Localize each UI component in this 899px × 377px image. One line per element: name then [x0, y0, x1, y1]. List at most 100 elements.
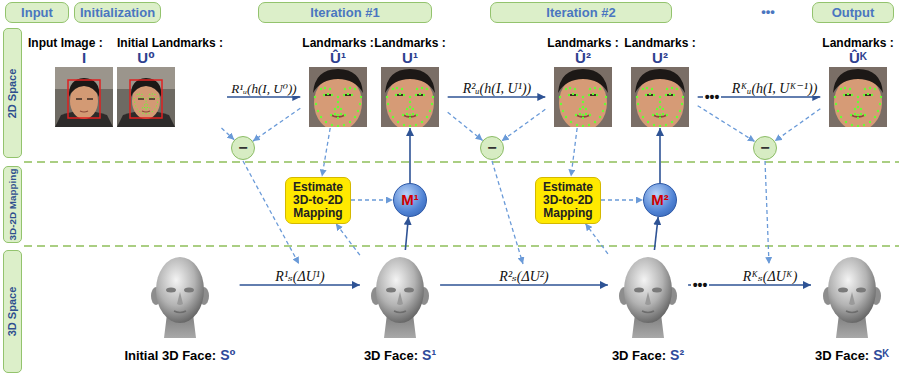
- node-label: Iteration #1: [310, 5, 379, 20]
- space-band: 2D Space: [3, 28, 22, 158]
- node-label: 3D Space: [6, 287, 19, 337]
- dashed-arrow: [571, 128, 577, 177]
- mapping-box: Estimate 3D-to-2D Mapping: [285, 177, 351, 224]
- face-caption: 3D Face: S¹: [360, 346, 440, 364]
- flow-arrow: [409, 128, 411, 183]
- node-label: −: [487, 140, 496, 156]
- face-photo: [381, 67, 439, 131]
- symbol-label: Ûᴷ: [849, 50, 867, 66]
- node-label: Estimate 3D-to-2D Mapping: [538, 181, 598, 220]
- symbol-label: Û¹: [330, 50, 346, 66]
- mapping-matrix: M¹: [393, 183, 427, 217]
- symbol-label: Û²: [575, 50, 591, 66]
- caption-label: Input Image :: [28, 36, 103, 50]
- face-photo: [55, 67, 887, 131]
- flow-arrow: [654, 217, 658, 250]
- symbol-label: S²: [670, 347, 684, 363]
- dashed-arrow: [322, 128, 330, 177]
- flow-arrow: [227, 96, 300, 98]
- face-photo: [554, 67, 612, 131]
- regressor-label: R²ᵤ(h(I, U¹)): [462, 81, 532, 96]
- face-model-render: [371, 257, 429, 338]
- difference-feed: [765, 161, 769, 264]
- ellipsis-label: •••: [703, 90, 722, 104]
- difference-node: −: [480, 136, 504, 160]
- node-label: Initialization: [80, 5, 155, 20]
- stage-header: Output: [812, 2, 894, 23]
- landmark-image: Landmarks :Û²: [545, 36, 620, 128]
- face-model-render: [619, 257, 677, 338]
- dashed-arrow: [585, 224, 607, 254]
- ellipsis-label: •••: [691, 278, 710, 292]
- stage-header: Iteration #1: [258, 2, 432, 23]
- node-label: 2D Space: [6, 68, 19, 118]
- regressor-label: Rᴷₛ(ΔUᴷ): [742, 269, 799, 284]
- node-label: M²: [651, 192, 669, 208]
- band-separator: [24, 161, 899, 163]
- landmark-image: Input Image :I: [28, 36, 113, 128]
- face-model-render: [823, 257, 881, 338]
- dashed-arrow: [601, 199, 643, 200]
- caption-label: 3D Face:: [612, 348, 666, 363]
- caption-label: 3D Face:: [815, 348, 869, 363]
- face-model: 3D Face: Sᴷ: [811, 250, 893, 366]
- caption-label: Landmarks :: [547, 36, 618, 50]
- mapping-box: Estimate 3D-to-2D Mapping: [535, 177, 601, 224]
- symbol-label: Sᴷ: [873, 347, 889, 363]
- mapping-matrix: M²: [643, 183, 677, 217]
- face-photo: [631, 67, 689, 131]
- dashed-arrow: [336, 224, 360, 256]
- symbol-label: S⁰: [220, 347, 235, 363]
- symbol-label: U²: [652, 50, 668, 66]
- caption-label: Landmarks :: [822, 36, 893, 50]
- symbol-label: S¹: [422, 347, 436, 363]
- face-model: Initial 3D Face:S⁰: [120, 250, 239, 366]
- face-photo: [829, 67, 887, 131]
- node-label: −: [238, 140, 247, 156]
- regressor-label: R²ₛ(ΔU²): [498, 269, 549, 284]
- space-band: 3D-2D Mapping: [3, 166, 22, 243]
- face-caption: 3D Face: S²: [608, 346, 688, 364]
- flow-arrow: [448, 96, 546, 98]
- face-model-render: [151, 257, 881, 338]
- face-model-render: [151, 257, 209, 338]
- symbol-label: I: [82, 50, 86, 66]
- regressor-label: R¹ₛ(ΔU¹): [274, 269, 325, 284]
- dashed-arrow: [502, 109, 546, 141]
- node-label: Estimate 3D-to-2D Mapping: [288, 181, 348, 220]
- caption-label: 3D Face:: [364, 348, 418, 363]
- space-band: 3D Space: [3, 250, 22, 373]
- face-photo: [68, 80, 100, 118]
- difference-feed: [243, 161, 769, 264]
- caption-label: Initial Landmarks :: [117, 36, 223, 50]
- stage-header: Input: [5, 2, 69, 23]
- node-label: Input: [21, 5, 53, 20]
- face-photo: [55, 67, 113, 127]
- landmark-image: Landmarks :Û¹: [300, 36, 375, 128]
- difference-node: −: [231, 136, 255, 160]
- flow-arrow: [659, 128, 661, 183]
- landmark-image: Landmarks :U¹: [372, 36, 447, 128]
- face-caption: 3D Face: Sᴷ: [811, 346, 893, 364]
- dashed-arrow: [775, 109, 821, 141]
- dashed-arrow: [448, 112, 483, 140]
- ellipsis-label: •••: [759, 5, 777, 19]
- face-photo: [309, 67, 367, 131]
- face-photo: [117, 67, 175, 127]
- flow-arrow: [405, 217, 408, 250]
- dashed-arrow: [351, 199, 393, 200]
- face-photo: [133, 93, 158, 114]
- landmark-image: Initial Landmarks :U⁰: [117, 36, 227, 128]
- face-caption: Initial 3D Face:S⁰: [120, 346, 239, 364]
- face-photo: [130, 80, 162, 118]
- node-label: M¹: [401, 192, 419, 208]
- difference-feed: [492, 161, 523, 264]
- dashed-arrow: [698, 106, 755, 142]
- symbol-label: U⁰: [137, 50, 154, 66]
- caption-label: Landmarks :: [374, 36, 445, 50]
- node-label: Iteration #2: [546, 5, 615, 20]
- landmark-image: Landmarks :U²: [622, 36, 697, 128]
- face-model: 3D Face: S²: [608, 250, 688, 366]
